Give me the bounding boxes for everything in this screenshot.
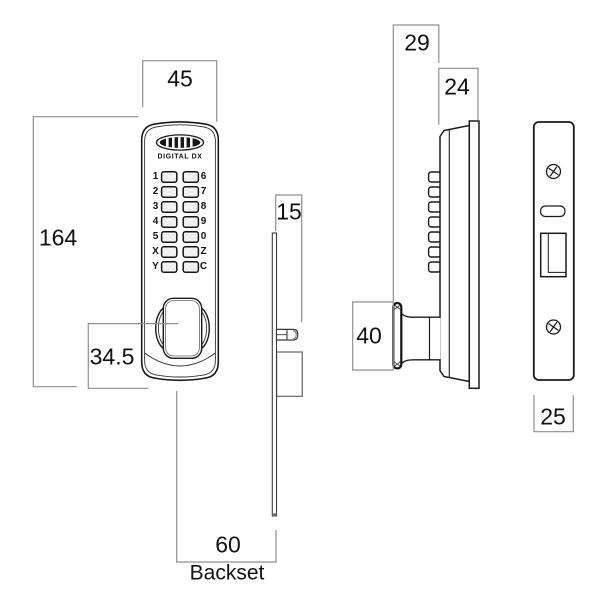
keypad-digit-label: C — [199, 261, 208, 272]
keypad-button — [160, 231, 178, 243]
side-button — [427, 261, 442, 273]
side-button — [427, 186, 442, 198]
keypad-buttons — [160, 171, 200, 273]
side-button — [427, 231, 442, 243]
keypad-digit-label: 8 — [200, 201, 207, 212]
dim-strike-width-label: 25 — [540, 403, 566, 430]
strike-plate-view — [532, 121, 575, 381]
keypad-button — [160, 246, 178, 258]
side-button — [427, 246, 442, 258]
keypad-button — [160, 171, 178, 183]
side-body-outline — [439, 124, 471, 383]
keypad-button — [182, 216, 200, 228]
keypad-digit-label: 0 — [200, 231, 207, 242]
keypad-button — [182, 201, 200, 213]
keypad-digit-label: 1 — [152, 171, 159, 182]
dim-backset-word-label: Backset — [189, 561, 265, 585]
dim-knob-height-label: 40 — [356, 322, 382, 349]
keypad-button — [182, 186, 200, 198]
front-bottom-band-line — [144, 352, 216, 367]
side-button — [427, 171, 442, 183]
latch-bolt — [275, 328, 299, 341]
side-button — [427, 201, 442, 213]
dim-line-case-depth — [438, 67, 479, 125]
keypad-digit-label: 7 — [200, 186, 207, 197]
keypad-digit-label: 5 — [152, 231, 159, 242]
dimension-lines — [32, 24, 574, 563]
dim-knob-to-bottom-label: 34.5 — [89, 343, 135, 370]
keypad-digit-label: X — [152, 246, 159, 257]
keypad-digit-label: 6 — [200, 171, 207, 182]
knob-tip-hatch — [393, 304, 401, 367]
screw-icon — [545, 319, 562, 335]
dim-front-width-label: 45 — [167, 65, 193, 92]
screw-icon — [545, 163, 562, 180]
thumb-turn-knob-front — [154, 297, 211, 359]
keypad-digit-label: Y — [152, 261, 159, 272]
dim-line-backset — [176, 391, 277, 563]
keypad-button — [182, 261, 200, 273]
strike-slot — [539, 205, 566, 218]
side-buttons — [427, 171, 442, 273]
dim-faceplate-depth-label: 15 — [276, 198, 302, 225]
keypad-button — [160, 201, 178, 213]
latch-case — [275, 351, 303, 397]
dim-case-depth-label: 24 — [444, 73, 470, 100]
dim-line-front-height — [32, 116, 139, 388]
brand-logo-icon — [155, 134, 205, 151]
keypad-button — [182, 231, 200, 243]
keypad-button — [160, 216, 178, 228]
latch-faceplate-edge — [271, 232, 278, 517]
keypad-digit-label: 4 — [152, 216, 159, 227]
brand-label: DIGITAL DX — [157, 153, 203, 161]
keypad-button — [160, 261, 178, 273]
keypad-digit-label: 9 — [200, 216, 207, 227]
side-button — [427, 216, 442, 228]
keypad-button — [182, 246, 200, 258]
lock-side-view — [392, 120, 480, 390]
side-flange — [468, 120, 480, 390]
dim-knob-projection-label: 29 — [404, 29, 430, 56]
dim-line-knob-height — [352, 301, 394, 371]
latch-unit-view — [271, 232, 303, 517]
dim-backset-value-label: 60 — [215, 531, 241, 558]
dim-line-strike-width — [533, 395, 574, 433]
front-body-inner-line — [144, 124, 216, 378]
dim-line-faceplate-depth — [275, 194, 303, 322]
keypad-button — [160, 186, 178, 198]
keypad-digit-label: 3 — [152, 201, 159, 212]
keypad-button — [182, 171, 200, 183]
dim-front-height-label: 164 — [38, 224, 78, 251]
dim-line-knob-projection — [392, 24, 440, 370]
front-view — [140, 121, 220, 382]
dim-line-front-width — [142, 60, 218, 122]
latch-opening — [539, 232, 567, 278]
keypad-digit-label: Z — [200, 246, 207, 257]
latch-faceplate-tip — [272, 513, 277, 517]
thumb-turn-knob-side — [392, 301, 441, 370]
dim-line-knob-to-bottom — [87, 323, 179, 389]
keypad-digit-label: 2 — [152, 186, 159, 197]
